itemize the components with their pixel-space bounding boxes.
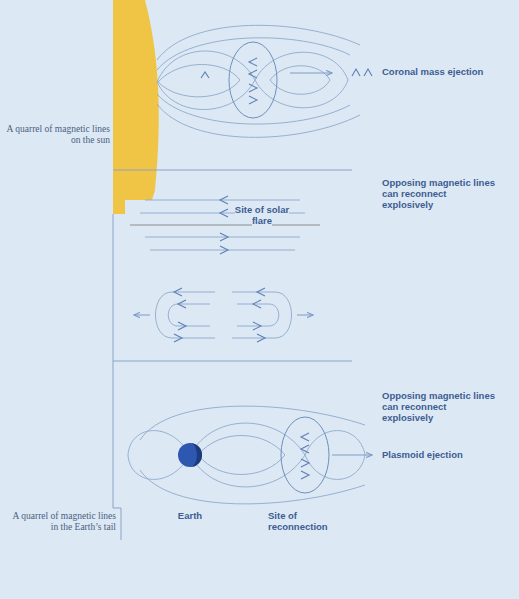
earth bbox=[178, 443, 202, 467]
ejection-arrow bbox=[332, 455, 372, 456]
ejection-arrow bbox=[297, 315, 313, 316]
note-label: Opposing magnetic lines can reconnect ex… bbox=[382, 391, 500, 424]
earth-label: Earth bbox=[166, 511, 214, 522]
ejection-arrow bbox=[134, 315, 150, 316]
earth-night-side bbox=[190, 443, 202, 467]
solar-field-lines bbox=[157, 25, 360, 137]
site-label: Site of reconnection bbox=[268, 511, 350, 533]
panel-divider bbox=[113, 170, 352, 171]
current-sheet bbox=[130, 225, 320, 226]
panel-frame bbox=[113, 214, 121, 540]
reconnection-site bbox=[281, 417, 329, 493]
panel-divider bbox=[113, 361, 352, 362]
earth-field-lines bbox=[128, 406, 365, 504]
caption-label: A quarrel of magnetic lines in the Earth… bbox=[6, 511, 116, 533]
ejection-arrow bbox=[290, 73, 332, 74]
flare-site bbox=[229, 42, 277, 118]
callout-label: Plasmoid ejection bbox=[382, 450, 514, 461]
note-label: Opposing magnetic lines can reconnect ex… bbox=[382, 178, 500, 211]
field-arrows bbox=[201, 58, 372, 104]
field-arrows bbox=[220, 196, 228, 254]
field-arrows bbox=[174, 288, 265, 342]
caption-label: A quarrel of magnetic lines on the sun bbox=[6, 124, 110, 146]
reconnected-loops bbox=[156, 292, 292, 338]
sun-surface bbox=[113, 0, 159, 214]
site-label: Site of solar flare bbox=[226, 205, 298, 227]
callout-label: Coronal mass ejection bbox=[382, 67, 514, 78]
field-arrows bbox=[301, 433, 309, 479]
